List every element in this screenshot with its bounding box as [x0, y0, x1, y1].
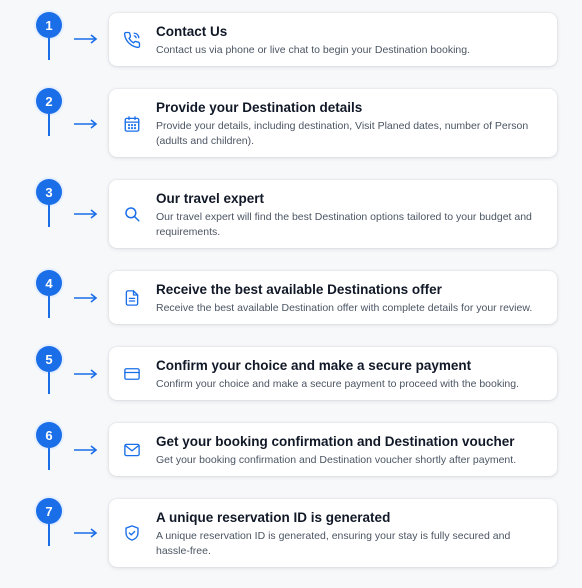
step-title: Our travel expert [156, 191, 265, 206]
arrow-right-icon [74, 209, 98, 219]
arrow-right-icon [74, 293, 98, 303]
step-card: Confirm your choice and make a secure pa… [109, 347, 557, 400]
step-connector-line [48, 38, 50, 60]
step-number-badge: 6 [36, 422, 62, 448]
step-connector-line [48, 114, 50, 136]
arrow-right-icon [74, 445, 98, 455]
arrow-right-icon [74, 369, 98, 379]
step-card: Provide your Destination details Provide… [109, 89, 557, 157]
step-description: Receive the best available Destination o… [156, 302, 533, 314]
step-title: Confirm your choice and make a secure pa… [156, 358, 472, 373]
step-title: Receive the best available Destinations … [156, 282, 442, 297]
step-number-badge: 3 [36, 179, 62, 205]
step-connector-line [48, 524, 50, 546]
step-number-badge: 1 [36, 12, 62, 38]
step-number-badge: 2 [36, 88, 62, 114]
arrow-right-icon [74, 34, 98, 44]
search-icon [123, 205, 141, 223]
step-number-badge: 7 [36, 498, 62, 524]
document-icon [123, 289, 141, 307]
arrow-right-icon [74, 528, 98, 538]
step-card: A unique reservation ID is generated A u… [109, 499, 557, 567]
step-title: Contact Us [156, 24, 228, 39]
step-description: A unique reservation ID is generated, en… [156, 530, 511, 557]
shield-check-icon [123, 524, 141, 542]
calendar-icon [123, 115, 141, 133]
mail-icon [123, 441, 141, 459]
step-number-badge: 5 [36, 346, 62, 372]
step-card: Our travel expert Our travel expert will… [109, 180, 557, 248]
step-connector-line [48, 448, 50, 470]
step-card: Receive the best available Destinations … [109, 271, 557, 324]
step-description: Provide your details, including destinat… [156, 120, 529, 147]
arrow-right-icon [74, 119, 98, 129]
step-title: Provide your Destination details [156, 100, 363, 115]
step-description: Our travel expert will find the best Des… [156, 211, 532, 238]
step-description: Confirm your choice and make a secure pa… [156, 378, 520, 390]
phone-icon [123, 31, 141, 49]
step-card: Contact Us Contact us via phone or live … [109, 13, 557, 66]
step-title: Get your booking confirmation and Destin… [156, 434, 515, 449]
step-description: Contact us via phone or live chat to beg… [156, 44, 471, 56]
step-title: A unique reservation ID is generated [156, 510, 391, 525]
step-connector-line [48, 205, 50, 227]
step-card: Get your booking confirmation and Destin… [109, 423, 557, 476]
credit-card-icon [123, 365, 141, 383]
step-description: Get your booking confirmation and Destin… [156, 454, 517, 466]
step-number-badge: 4 [36, 270, 62, 296]
step-connector-line [48, 372, 50, 394]
step-connector-line [48, 296, 50, 318]
